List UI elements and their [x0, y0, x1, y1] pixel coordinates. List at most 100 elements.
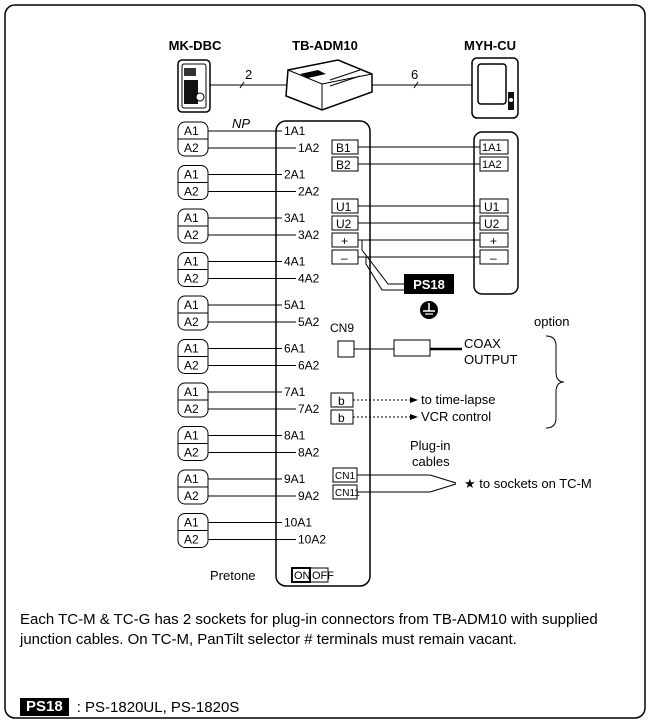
selector-a2: A2 [184, 446, 199, 460]
pretone-on: ON [294, 570, 311, 582]
myh-terminal-1a2: 1A2 [482, 159, 502, 171]
tb-terminal-u2: U2 [336, 217, 352, 231]
tb-terminal-b2: B2 [336, 158, 351, 172]
tb-terminal-a2: 8A2 [298, 446, 320, 460]
tb-connector-cn9: CN9 [330, 321, 354, 335]
selector-a1: A1 [184, 516, 199, 530]
device-label-tb-adm10: TB-ADM10 [292, 38, 358, 53]
pretone-label: Pretone [210, 568, 256, 583]
pretone-off: OFF [312, 570, 334, 582]
option-brace [545, 335, 565, 429]
cn9-socket [337, 340, 355, 358]
plugin-label-line2: cables [412, 454, 450, 469]
tb-terminal-a2: 2A2 [298, 185, 320, 199]
selector-a1: A1 [184, 211, 199, 225]
tb-terminal-a2: 1A2 [298, 141, 320, 155]
tb-terminal-a1: 4A1 [284, 255, 306, 269]
tb-terminal-a2: 9A2 [298, 489, 320, 503]
selector-a2: A2 [184, 359, 199, 373]
tb-terminal-labels: 1A1 1A2 2A1 2A2 3A1 3A2 4A1 4A2 5A1 5A2 6A1 6A2 7A1 7… [284, 124, 326, 547]
np-label: NP [232, 116, 250, 131]
wire-count-left: 2 [245, 67, 252, 82]
ps18-badge-box [404, 274, 454, 294]
selector-a1: A1 [184, 385, 199, 399]
selector-a1: A1 [184, 472, 199, 486]
selector-a2: A2 [184, 402, 199, 416]
tb-adm10-device-image [285, 59, 373, 111]
vcr-label-line2: VCR control [421, 409, 491, 424]
ps-models-text: : PS-1820UL, PS-1820S [76, 698, 240, 716]
tb-terminal-a1: 5A1 [284, 298, 306, 312]
device-label-mk-dbc: MK-DBC [169, 38, 222, 53]
tb-adm10-terminal-block [275, 120, 371, 587]
tb-terminal-u1: U1 [336, 200, 352, 214]
selector-a2: A2 [184, 533, 199, 547]
coax-label-line2: OUTPUT [464, 352, 518, 367]
myh-terminal-minus: – [490, 251, 497, 265]
tb-terminal-a2: 6A2 [298, 359, 320, 373]
tb-terminal-a1: 2A1 [284, 168, 306, 182]
selector-a1: A1 [184, 429, 199, 443]
tb-terminal-a1: 6A1 [284, 342, 306, 356]
ps18-badge: PS18 [413, 277, 445, 292]
tb-terminal-a1: 1A1 [284, 124, 306, 138]
tb-terminal-a1: 8A1 [284, 429, 306, 443]
vcr-b2: b [338, 411, 345, 425]
plugin-label-line1: Plug-in [410, 438, 450, 453]
tb-terminal-plus: + [341, 234, 348, 248]
sockets-label: ★ to sockets on TC-M [464, 476, 592, 491]
selector-a2: A2 [184, 228, 199, 242]
selector-a2: A2 [184, 489, 199, 503]
outer-border [4, 4, 646, 719]
selector-a2: A2 [184, 315, 199, 329]
installation-note: Each TC-M & TC-G has 2 sockets for plug-… [20, 611, 598, 648]
tb-terminal-a1: 9A1 [284, 472, 306, 486]
myh-terminal-u1: U1 [484, 200, 500, 214]
wire-count-right: 6 [411, 67, 418, 82]
selector-a2: A2 [184, 272, 199, 286]
ps18-legend-badge: PS18 [20, 698, 69, 716]
selector-a2: A2 [184, 141, 199, 155]
mk-dbc-device-image [177, 59, 211, 113]
tb-connector-cn11: CN11 [335, 488, 360, 499]
selector-a2: A2 [184, 185, 199, 199]
tb-terminal-a2: 4A2 [298, 272, 320, 286]
tb-connector-cn1: CN1 [335, 471, 355, 482]
myh-terminal-u2: U2 [484, 217, 500, 231]
tb-terminal-a2: 3A2 [298, 228, 320, 242]
selector-a1: A1 [184, 255, 199, 269]
tb-terminal-a2: 7A2 [298, 402, 320, 416]
tb-terminal-a1: 7A1 [284, 385, 306, 399]
ps-models-line: PS18 : PS-1820UL, PS-1820S [20, 698, 239, 716]
myh-cu-terminal-block [473, 131, 519, 295]
tb-terminal-a2: 10A2 [298, 533, 326, 547]
selector-a1: A1 [184, 168, 199, 182]
tb-terminal-a1: 3A1 [284, 211, 306, 225]
vcr-label-line1: to time-lapse [421, 392, 495, 407]
myh-terminal-plus: + [490, 234, 497, 248]
selector-a1: A1 [184, 298, 199, 312]
tb-terminal-b1: B1 [336, 141, 351, 155]
tb-myh-wires [358, 146, 480, 291]
selector-a1: A1 [184, 342, 199, 356]
device-label-myh-cu: MYH-CU [464, 38, 516, 53]
coax-label-line1: COAX [464, 336, 501, 351]
tb-terminal-a1: 10A1 [284, 516, 312, 530]
option-label: option [534, 314, 569, 329]
ground-icon [420, 301, 438, 319]
coax-adapter [393, 339, 431, 357]
tb-terminal-a2: 5A2 [298, 315, 320, 329]
